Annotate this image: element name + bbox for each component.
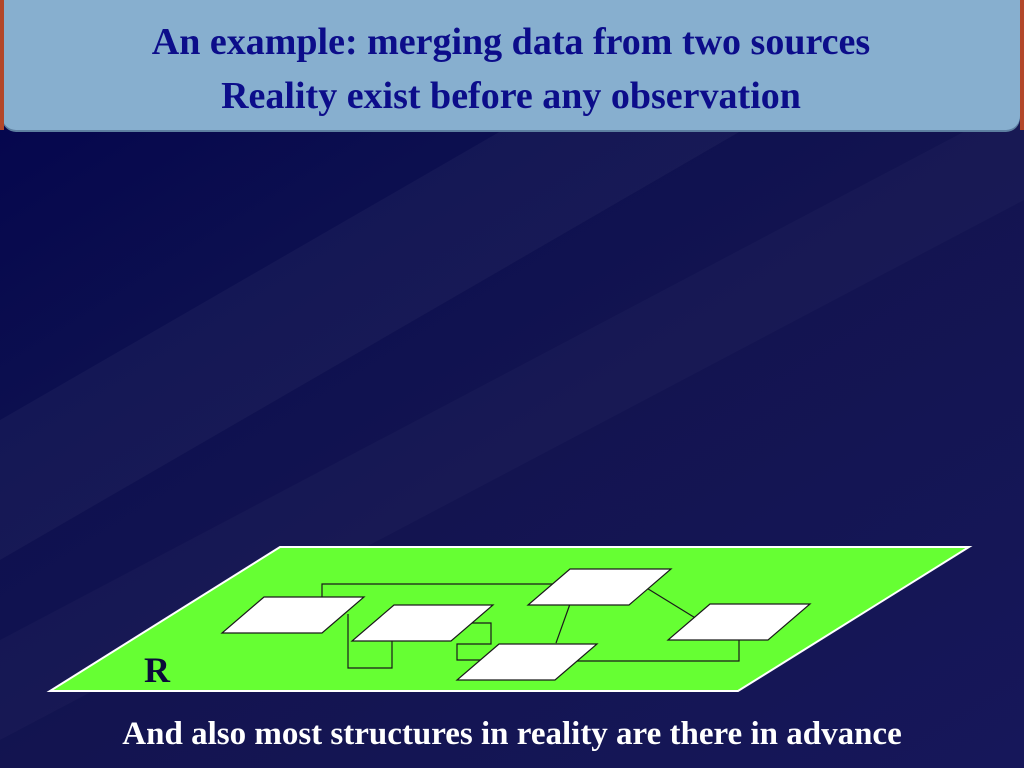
slide-subtitle: Reality exist before any observation	[221, 75, 801, 117]
connector-bottom	[575, 640, 740, 662]
slide-caption: And also most structures in reality are …	[122, 716, 902, 752]
left-edge-accent	[0, 0, 4, 130]
entity-node-4	[666, 603, 812, 641]
right-edge-accent	[1020, 0, 1024, 130]
entity-node-2	[350, 604, 495, 642]
entity-node-1	[220, 596, 366, 634]
slide-title: An example: merging data from two source…	[151, 21, 871, 63]
entity-node-3	[526, 568, 673, 606]
entity-node-5	[455, 643, 599, 681]
connector-left-loop	[347, 614, 393, 669]
connector-middle-loop	[456, 622, 492, 661]
title-banner: An example: merging data from two source…	[2, 0, 1020, 130]
connector-top	[321, 583, 559, 597]
connector-center	[555, 603, 571, 644]
connector-diagonal	[644, 586, 698, 620]
region-label-r: R	[144, 650, 171, 690]
